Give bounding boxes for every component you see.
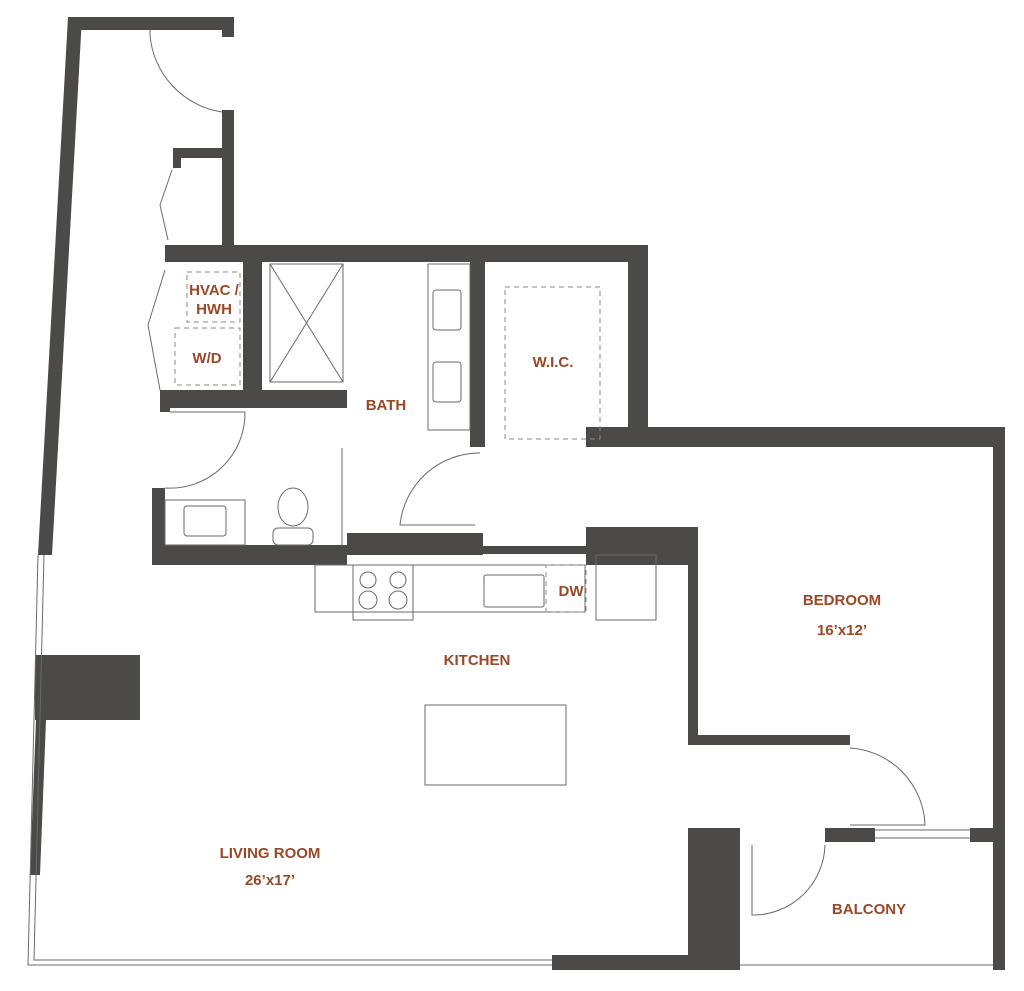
laundry-bifold xyxy=(147,269,166,391)
walls xyxy=(30,17,1005,970)
wall xyxy=(552,955,740,970)
toilet xyxy=(277,487,309,527)
label-wic: W.I.C. xyxy=(533,354,574,371)
label-wd: W/D xyxy=(192,350,221,367)
kitchen-counter xyxy=(314,564,586,613)
label-bedroom: BEDROOM xyxy=(803,592,881,609)
vanity-counter xyxy=(427,263,471,431)
label-hwh: HWH xyxy=(196,301,232,318)
wall xyxy=(970,828,1005,842)
wall-bedroom-top xyxy=(586,427,1005,447)
wall-entry-top xyxy=(68,17,234,30)
wall-bedroom-right xyxy=(993,427,1005,970)
label-living-room-size: 26’x17’ xyxy=(245,872,295,889)
label-balcony: BALCONY xyxy=(832,901,906,918)
shower xyxy=(269,263,344,383)
doors xyxy=(147,30,926,916)
wall-wic-right xyxy=(628,245,648,445)
wic-shelving xyxy=(504,286,601,440)
sink xyxy=(432,289,462,331)
range xyxy=(352,564,414,621)
wall-bedroom-bottom xyxy=(688,735,850,745)
bath-door-swing xyxy=(164,411,246,489)
wall xyxy=(483,546,586,554)
label-hvac: HVAC / xyxy=(189,282,240,299)
room-labels: HVAC / HWH W/D BATH W.I.C. DW KITCHEN BE… xyxy=(189,282,906,918)
wall xyxy=(173,148,223,158)
kitchen-sink xyxy=(483,574,545,608)
wall xyxy=(825,828,875,842)
balcony-door-swing xyxy=(751,844,826,916)
wall-bath-bottom xyxy=(152,545,347,565)
kitchen-island xyxy=(424,704,567,786)
windows xyxy=(27,554,993,966)
washer-dryer xyxy=(174,327,241,386)
wall xyxy=(173,148,181,168)
label-bedroom-size: 16’x12’ xyxy=(817,622,867,639)
wall xyxy=(243,262,262,408)
wall-bedroom-left xyxy=(688,527,698,745)
entry-door-swing xyxy=(149,34,223,113)
wall-exterior-left xyxy=(38,17,82,555)
fixtures xyxy=(164,263,657,786)
wall xyxy=(165,245,648,262)
wall-wic-left xyxy=(470,262,485,447)
label-living-room: LIVING ROOM xyxy=(220,845,321,862)
label-kitchen: KITCHEN xyxy=(444,652,511,669)
wall xyxy=(160,390,347,408)
hvac-closet xyxy=(186,271,241,323)
fridge xyxy=(595,554,657,621)
wall xyxy=(586,527,698,565)
column xyxy=(688,828,740,970)
wall xyxy=(222,110,234,250)
wall xyxy=(160,390,170,412)
sink xyxy=(432,361,462,403)
wic-door-swing xyxy=(399,452,481,526)
sink xyxy=(183,505,227,537)
column xyxy=(35,655,140,720)
dishwasher xyxy=(545,564,587,613)
label-dw: DW xyxy=(559,583,585,600)
wall xyxy=(222,17,234,37)
wall xyxy=(347,533,483,555)
bath-vanity xyxy=(164,499,246,546)
closet-bifold xyxy=(159,169,173,241)
label-bath: BATH xyxy=(366,397,407,414)
bedroom-door-swing xyxy=(849,747,926,826)
